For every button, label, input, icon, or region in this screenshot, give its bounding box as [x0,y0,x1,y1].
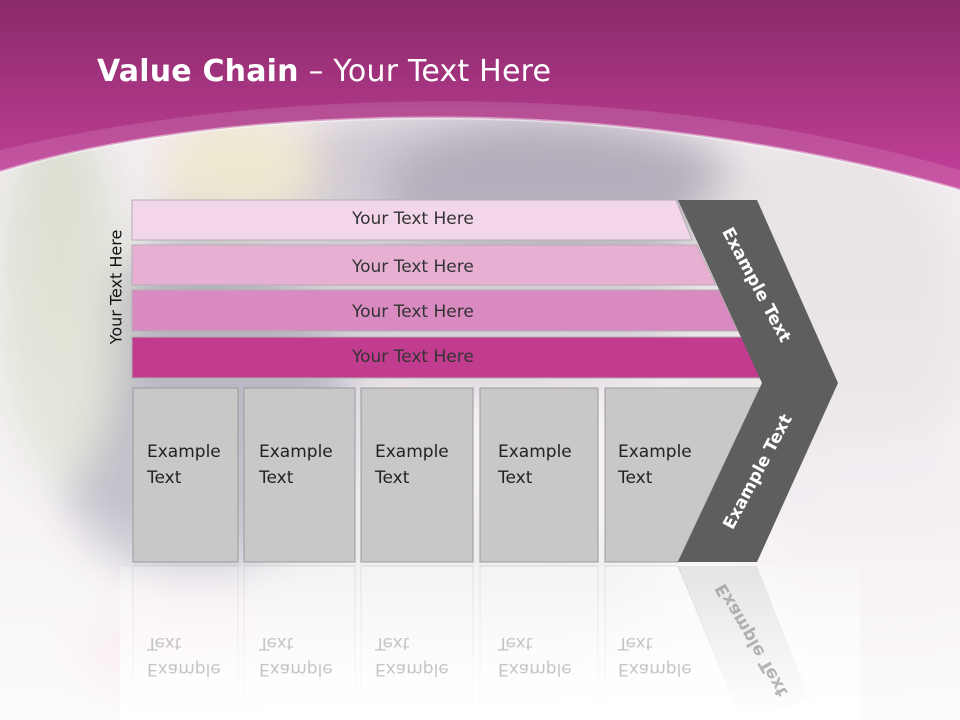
bar-1-label: Your Text Here [352,209,474,229]
bar-1 [131,199,693,241]
box-1 [132,387,239,563]
box-1-label: Example Text [147,442,221,488]
chevron-arrow [678,200,838,562]
vertical-label: Your Text Here [106,229,126,345]
box-2 [243,387,356,563]
bar-2-label: Your Text Here [352,257,474,277]
reflection-label-5: Example Text [618,633,692,679]
bar-4-label: Your Text Here [352,347,474,367]
bar-3 [131,289,739,332]
bar-3-label: Your Text Here [352,302,474,322]
box-4 [479,387,599,563]
box-3-label: Example Text [375,442,449,488]
reflection-label-2: Example Text [259,633,333,679]
reflection-label-1: Example Text [147,633,221,679]
bar-2 [131,244,717,286]
reflection-label-3: Example Text [375,633,449,679]
box-5-label: Example Text [618,442,692,488]
page-title: Value Chain – Your Text Here [97,54,552,89]
reflection-label-4: Example Text [498,633,572,679]
header-band [0,0,960,190]
box-4-label: Example Text [498,442,572,488]
box-3 [360,387,474,563]
box-2-label: Example Text [259,442,333,488]
